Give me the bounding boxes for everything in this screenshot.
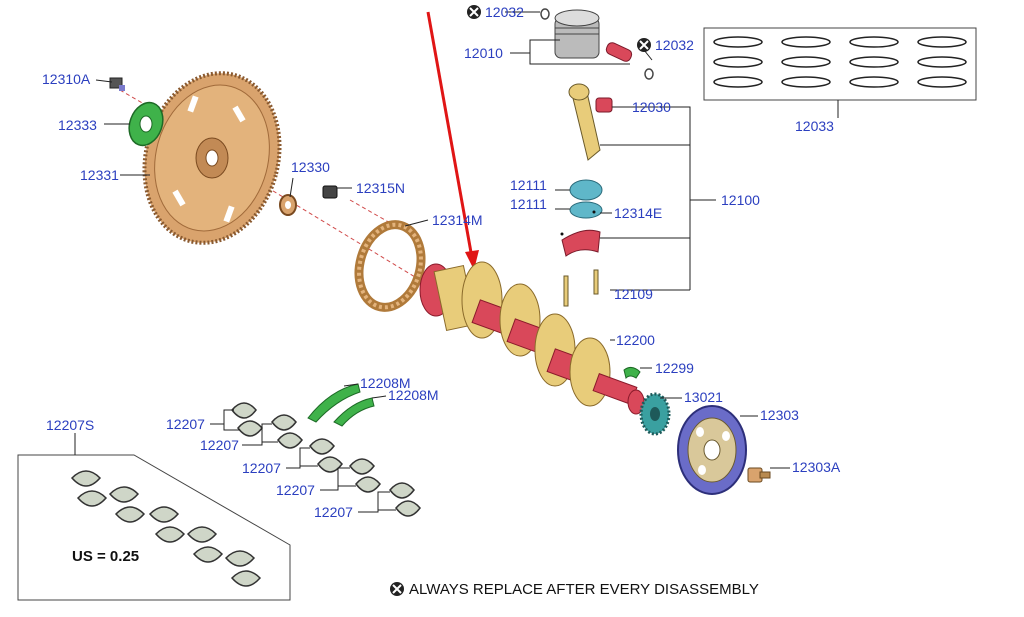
label-12207s: 12207S: [46, 417, 94, 433]
label-12109: 12109: [614, 286, 653, 302]
reluctor-ring: [354, 220, 426, 312]
label-12207-d: 12207: [276, 482, 315, 498]
damper-bolt: [747, 467, 771, 483]
label-12032-b: 12032: [655, 37, 694, 53]
footnote-text: ALWAYS REPLACE AFTER EVERY DISASSEMBLY: [409, 581, 759, 598]
label-12207-c: 12207: [242, 460, 281, 476]
label-12111-b: 12111: [510, 196, 547, 212]
crank-damper-pulley: [677, 405, 747, 495]
piston-rings-box: [703, 27, 977, 101]
crankshaft: [419, 261, 645, 415]
label-12315n: 12315N: [356, 180, 405, 196]
undersize-note: US = 0.25: [72, 548, 139, 565]
label-12303a: 12303A: [792, 459, 841, 475]
part-labels: 12032 12010 12032 12033 12310A 12333 123…: [42, 4, 841, 520]
label-12331: 12331: [80, 167, 119, 183]
replace-marker-icon: [467, 5, 481, 19]
crank-seal: [279, 194, 297, 216]
woodruff-key: [623, 366, 641, 379]
label-12200: 12200: [616, 332, 655, 348]
bolt-12315n: [322, 185, 338, 199]
main-bearing-shells: [231, 402, 421, 517]
label-12299: 12299: [655, 360, 694, 376]
piston-pin-clips: [540, 8, 654, 80]
label-12207-e: 12207: [314, 504, 353, 520]
label-13021: 13021: [684, 389, 723, 405]
label-12207-b: 12207: [200, 437, 239, 453]
label-12208m-a: 12208M: [360, 375, 411, 391]
piston: [554, 9, 633, 62]
flywheel-spacer-plate: [128, 101, 164, 147]
label-12032-a: 12032: [485, 4, 524, 20]
flywheel: [142, 71, 282, 245]
thrust-washers: [307, 383, 375, 427]
flywheel-bolt: [109, 77, 125, 91]
connecting-rod: [560, 83, 613, 307]
replace-marker-icons: [390, 5, 651, 596]
label-12207-a: 12207: [166, 416, 205, 432]
label-12314e: 12314E: [614, 205, 662, 221]
replace-marker-icon: [637, 38, 651, 52]
undersize-bearings-box: [17, 454, 291, 601]
label-12111-a: 12111: [510, 177, 547, 193]
label-12010: 12010: [464, 45, 503, 61]
label-12310a: 12310A: [42, 71, 91, 87]
leader-lines: [74, 11, 839, 513]
red-indicator-arrow: [426, 11, 479, 270]
crank-sprocket: [639, 392, 671, 436]
label-12030: 12030: [632, 99, 671, 115]
label-12330: 12330: [291, 159, 330, 175]
label-12033: 12033: [795, 118, 834, 134]
replace-marker-icon: [390, 582, 404, 596]
label-12314m: 12314M: [432, 212, 483, 228]
label-12303: 12303: [760, 407, 799, 423]
label-12208m-b: 12208M: [388, 387, 439, 403]
label-12100: 12100: [721, 192, 760, 208]
label-12333: 12333: [58, 117, 97, 133]
